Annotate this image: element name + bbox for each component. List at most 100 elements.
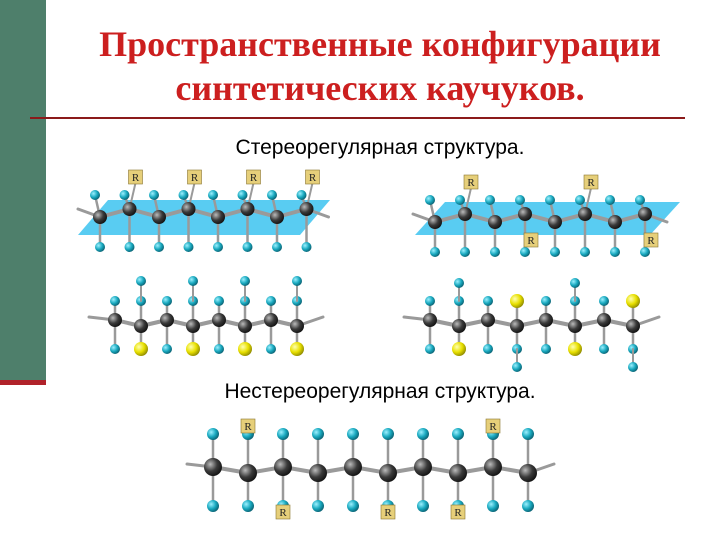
carbon-atom [270,210,284,224]
substituent-atom [134,342,148,356]
side-bar [0,0,46,385]
hydrogen-atom [110,344,120,354]
carbon-atom [238,319,252,333]
carbon-atom [568,319,582,333]
carbon-atom [519,464,537,482]
carbon-atom [510,319,524,333]
hydrogen-atom [149,190,159,200]
carbon-atom [290,319,304,333]
substituent-label: R [587,177,595,189]
hydrogen-atom [136,276,146,286]
substituent-label: R [191,172,199,184]
carbon-atom [108,313,122,327]
substituent-label-box [380,504,396,520]
hydrogen-atom [425,195,435,205]
carbon-atom [299,202,314,216]
substituent-atom [510,294,524,308]
hydrogen-atom [454,278,464,288]
hydrogen-atom [515,195,525,205]
hydrogen-atom [242,242,253,252]
hydrogen-atom [628,362,638,372]
hydrogen-atom [485,195,495,205]
substituent-label-box [187,169,202,185]
hydrogen-atom [240,276,250,286]
carbon-atom [452,319,466,333]
hydrogen-atom [430,247,440,257]
hydrogen-atom [382,428,394,440]
hydrogen-atom [188,276,198,286]
hydrogen-atom [296,190,307,200]
hydrogen-atom [483,344,493,354]
carbon-atom [274,458,292,476]
substituent-atom [186,342,200,356]
chain-plane [78,200,330,235]
carbon-atom [122,202,137,216]
carbon-atom [423,313,437,327]
substituent-label-box [463,174,479,190]
substituent-label-box [523,232,539,248]
title-line-1: Пространственные конфигурации [99,24,661,64]
carbon-atom [211,210,225,224]
carbon-atom [152,210,166,224]
hydrogen-atom [237,190,248,200]
hydrogen-atom [178,190,189,200]
substituent-label-box [485,418,501,434]
hydrogen-atom [208,190,218,200]
carbon-atom [212,313,226,327]
carbon-atom [344,458,362,476]
carbon-atom [134,319,148,333]
carbon-atom [518,207,532,221]
carbon-atom [638,207,652,221]
hydrogen-atom [272,242,282,252]
hydrogen-atom [124,242,135,252]
hydrogen-atom [610,247,620,257]
substituent-atom [290,342,304,356]
isotactic-flat-model [87,276,325,356]
carbon-atom [204,458,222,476]
hydrogen-atom [266,296,276,306]
hydrogen-atom [520,247,530,257]
substituent-label: R [647,235,655,247]
hydrogen-atom [417,500,429,512]
hydrogen-atom [312,500,324,512]
hydrogen-atom [425,296,435,306]
substituent-label-box [583,174,599,190]
page-title: Пространственные конфигурации синтетичес… [50,22,710,110]
carbon-atom [608,215,622,229]
hydrogen-atom [207,428,219,440]
hydrogen-atom [347,500,359,512]
hydrogen-atom [599,344,609,354]
carbon-atom [481,313,495,327]
hydrogen-atom [242,500,254,512]
substituent-label-box [643,232,659,248]
stereoregular-heading: Стереорегулярная структура. [235,136,525,159]
substituent-label: R [279,507,287,519]
hydrogen-atom [512,362,522,372]
hydrogen-atom [90,190,100,200]
hydrogen-atom [301,242,312,252]
hydrogen-atom [487,500,499,512]
substituent-atom [452,342,466,356]
hydrogen-atom [162,296,172,306]
hydrogen-atom [154,242,164,252]
hydrogen-atom [575,195,585,205]
substituent-label-box [275,504,291,520]
substituent-label: R [489,421,497,433]
hydrogen-atom [490,247,500,257]
hydrogen-atom [95,242,105,252]
substituent-label: R [309,172,317,184]
hydrogen-atom [605,195,615,205]
carbon-atom [449,464,467,482]
hydrogen-atom [452,428,464,440]
hydrogen-atom [599,296,609,306]
substituent-label: R [250,172,258,184]
carbon-atom [309,464,327,482]
hydrogen-atom [110,296,120,306]
carbon-atom [597,313,611,327]
carbon-atom [240,202,255,216]
carbon-atom [458,207,472,221]
hydrogen-atom [580,247,590,257]
carbon-atom [484,458,502,476]
